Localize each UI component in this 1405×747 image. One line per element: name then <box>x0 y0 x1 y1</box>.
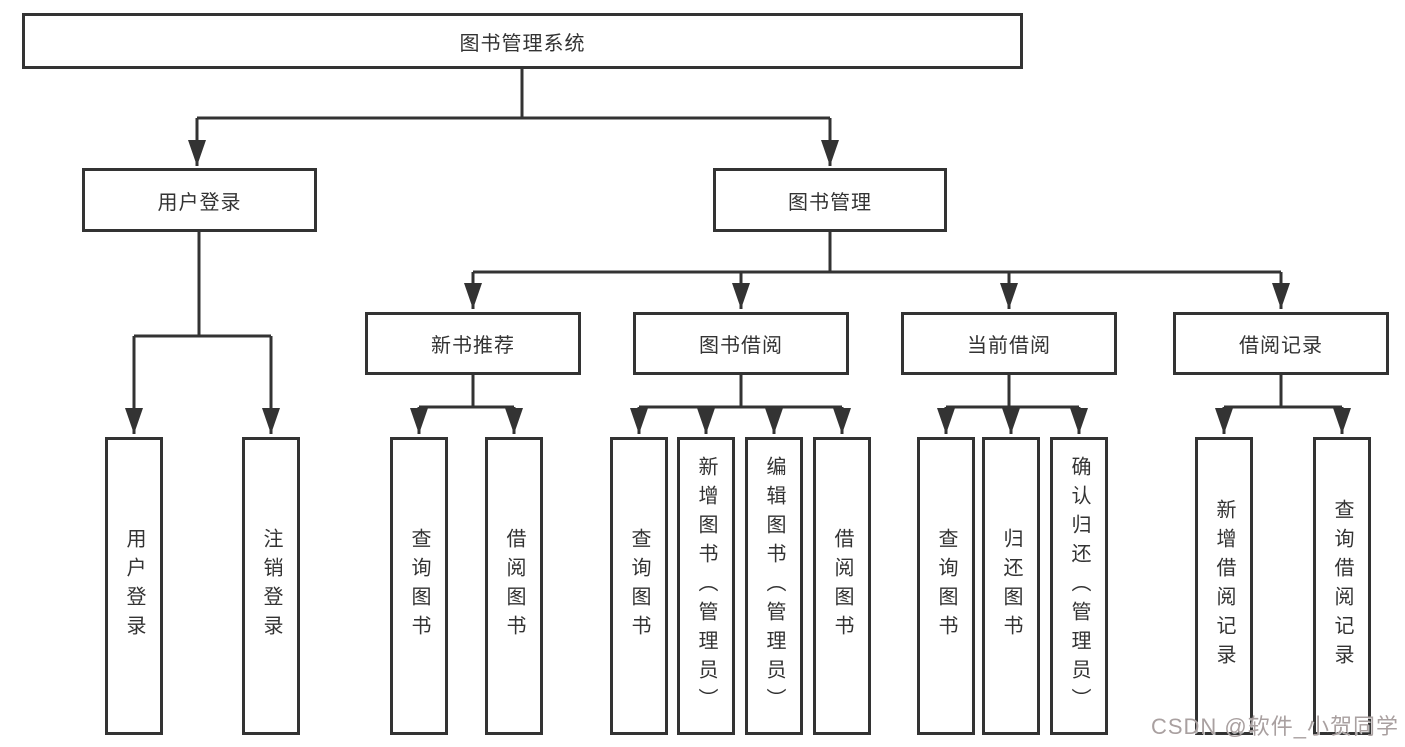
leaf-borrow-book: 借阅图书 <box>813 437 871 735</box>
watermark: CSDN @软件_小贺同学 <box>1150 714 1399 739</box>
branch-user-login: 用户登录 <box>82 168 317 232</box>
group-book-borrowing: 图书借阅 <box>633 312 849 375</box>
wire-group4-split <box>1224 375 1342 409</box>
leaf-add-book-admin: 新增图书（管理员） <box>677 437 735 735</box>
wire-group2-split <box>639 375 842 409</box>
leaf-query-book-recommend: 查询图书 <box>390 437 448 735</box>
leaf-query-book-borrowing: 查询图书 <box>610 437 668 735</box>
leaf-query-book-current: 查询图书 <box>917 437 975 735</box>
leaf-logout: 注销登录 <box>242 437 300 735</box>
wire-book-split <box>473 232 1281 274</box>
leaf-confirm-return-admin: 确认归还（管理员） <box>1050 437 1108 735</box>
leaf-return-book: 归还图书 <box>982 437 1040 735</box>
leaf-user-login: 用户登录 <box>105 437 163 735</box>
wire-group3-split <box>946 375 1079 409</box>
leaf-borrow-book-recommend: 借阅图书 <box>485 437 543 735</box>
wire-root-split <box>197 69 830 120</box>
group-current-borrowing: 当前借阅 <box>901 312 1117 375</box>
group-borrowing-records: 借阅记录 <box>1173 312 1389 375</box>
leaf-edit-book-admin: 编辑图书（管理员） <box>745 437 803 735</box>
leaf-query-borrow-record: 查询借阅记录 <box>1313 437 1371 735</box>
branch-book-management: 图书管理 <box>713 168 947 232</box>
wire-user-split <box>134 232 271 338</box>
wire-group1-split <box>419 375 514 409</box>
leaf-add-borrow-record: 新增借阅记录 <box>1195 437 1253 735</box>
group-new-book-recommendation: 新书推荐 <box>365 312 581 375</box>
node-library-system: 图书管理系统 <box>22 13 1023 69</box>
